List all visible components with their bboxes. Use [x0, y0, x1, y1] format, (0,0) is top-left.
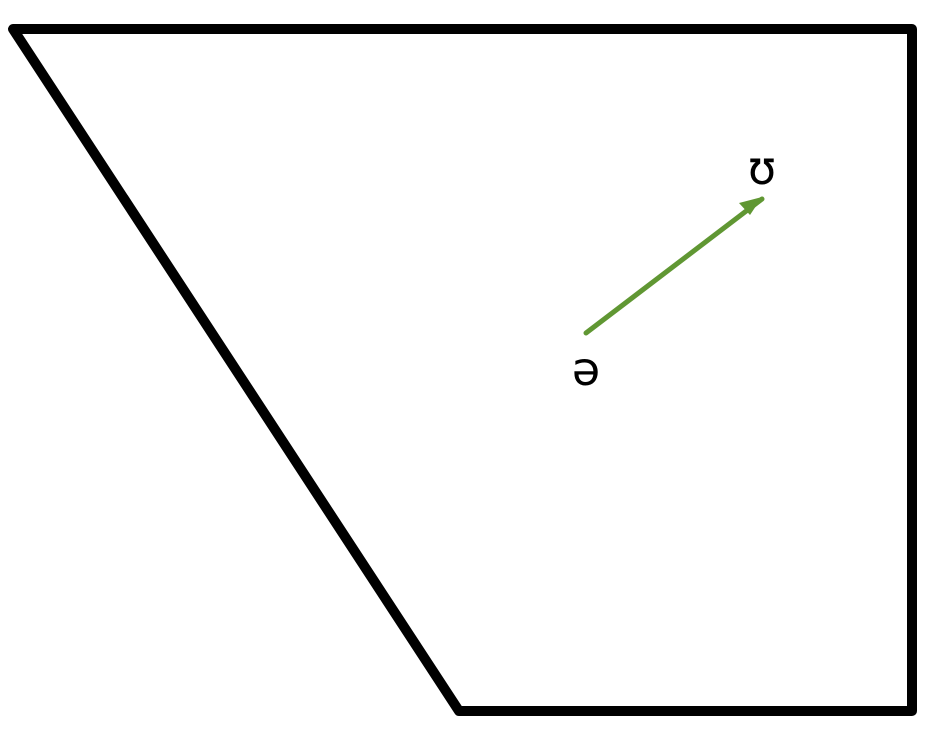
diphthong-arrow-head: [739, 197, 762, 215]
vowel-trapezium: [8, 24, 917, 716]
diphthong-arrow: [583, 196, 765, 336]
start-vowel-label: ə: [572, 342, 600, 396]
end-vowel-label: ʊ: [748, 141, 776, 195]
